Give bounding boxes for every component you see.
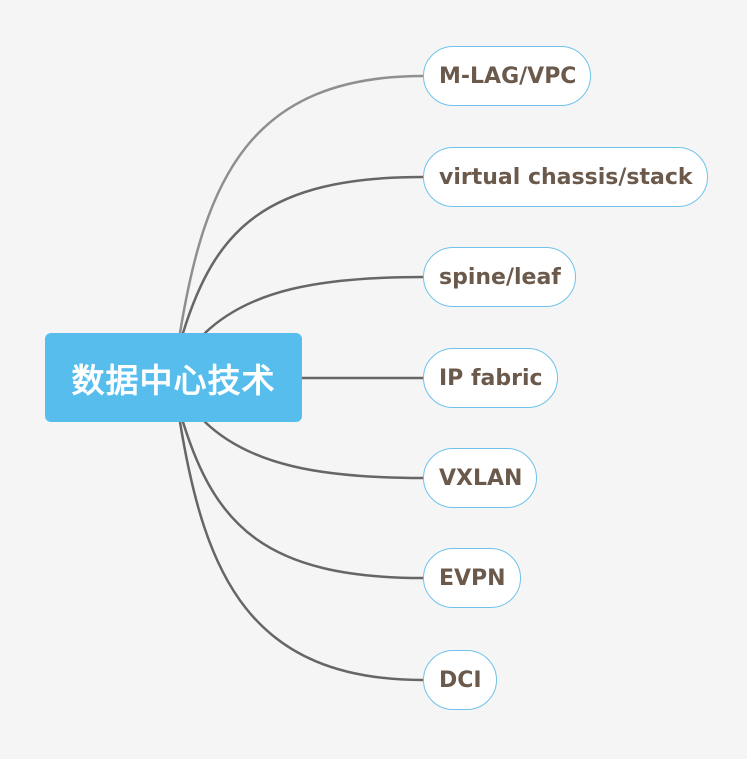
central-topic[interactable]: 数据中心技术 — [45, 333, 302, 422]
branch-node-virtual-chassis-stack[interactable]: virtual chassis/stack — [423, 147, 708, 207]
branch-label: DCI — [439, 667, 482, 693]
branch-node-vxlan[interactable]: VXLAN — [423, 448, 538, 508]
connector-vxlan — [203, 420, 425, 480]
branch-label: EVPN — [439, 565, 506, 591]
connector-virtual-chassis-stack — [181, 175, 425, 335]
branch-label: M-LAG/VPC — [439, 63, 577, 89]
branch-node-evpn[interactable]: EVPN — [423, 548, 521, 608]
branch-label: spine/leaf — [439, 264, 561, 290]
branch-label: virtual chassis/stack — [439, 164, 693, 190]
connector-spine-leaf — [203, 275, 425, 335]
branch-node-spine-leaf[interactable]: spine/leaf — [423, 247, 576, 307]
connector-evpn — [181, 420, 425, 580]
branch-label: IP fabric — [439, 365, 543, 391]
branch-node-dci[interactable]: DCI — [423, 650, 497, 710]
branch-label: VXLAN — [439, 465, 523, 491]
connector-dci — [178, 420, 425, 682]
connector-m-lag-vpc — [178, 74, 425, 335]
branch-node-ip-fabric[interactable]: IP fabric — [423, 348, 558, 408]
branch-node-m-lag-vpc[interactable]: M-LAG/VPC — [423, 46, 592, 106]
